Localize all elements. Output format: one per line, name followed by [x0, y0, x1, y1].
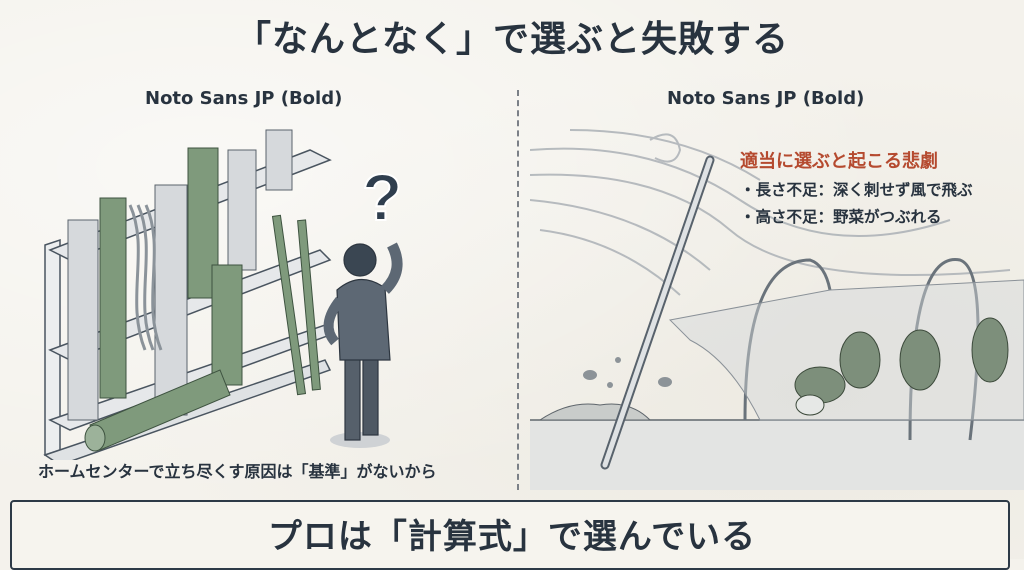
green-poles — [99, 147, 321, 399]
wind-tunnel-illustration — [530, 129, 1024, 490]
soil-mound — [538, 403, 652, 421]
tragedy-callout: 適当に選ぶと起こる悲劇 ・長さ不足：深く刺せず風で飛ぶ ・高さ不足：野菜がつぶれ… — [740, 147, 973, 227]
store-shelf-illustration: ? — [43, 129, 403, 460]
page-title: 「なんとなく」で選ぶと失敗する — [235, 19, 789, 60]
right-font-label: Noto Sans JP (Bold) — [667, 88, 865, 109]
conclusion-text: プロは「計算式」で選んでいる — [267, 517, 757, 557]
tragedy-item-height: ・高さ不足：野菜がつぶれる — [740, 208, 942, 226]
bundled-poles — [84, 369, 231, 452]
conclusion-banner — [10, 500, 1010, 570]
gray-poles — [67, 129, 293, 421]
left-caption: ホームセンターで立ち尽くす原因は「基準」がないから — [38, 462, 437, 481]
tragedy-item-length: ・長さ不足：深く刺せず風で飛ぶ — [740, 181, 973, 199]
left-font-label: Noto Sans JP (Bold) — [145, 88, 343, 109]
panel-divider — [517, 90, 519, 490]
question-mark-icon: ? — [362, 160, 402, 234]
curved-poles — [128, 204, 163, 351]
flying-soil — [583, 357, 672, 388]
vegetables — [794, 317, 1009, 416]
confused-man — [323, 242, 403, 448]
tragedy-title: 適当に選ぶと起こる悲劇 — [740, 151, 938, 172]
